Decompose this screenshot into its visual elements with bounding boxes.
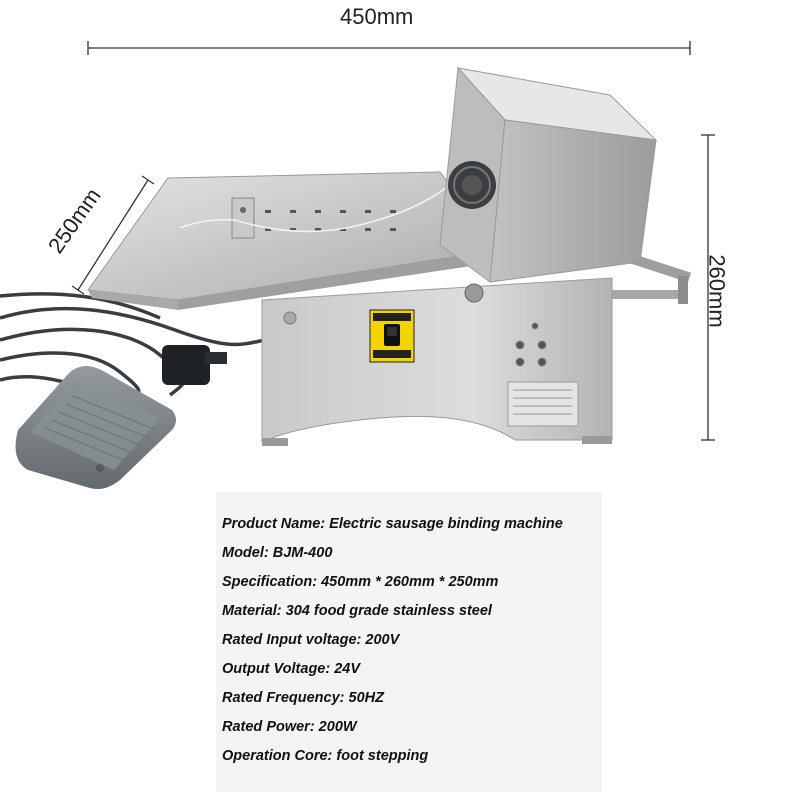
string-clip bbox=[231, 197, 255, 239]
spec-output-voltage: Output Voltage: 24V bbox=[222, 661, 361, 677]
indicator-lights bbox=[515, 322, 547, 367]
fan-vent bbox=[448, 161, 496, 209]
product-photo bbox=[0, 41, 715, 489]
tray-holes bbox=[265, 210, 396, 231]
spec-model: Model: BJM-400 bbox=[222, 545, 333, 561]
adjust-knob bbox=[464, 283, 484, 303]
spec-frequency: Rated Frequency: 50HZ bbox=[222, 690, 384, 706]
power-cables bbox=[0, 292, 266, 402]
spec-input-voltage: Rated Input voltage: 200V bbox=[222, 632, 400, 648]
binding-head-side bbox=[489, 119, 657, 283]
binding-string bbox=[179, 164, 469, 233]
nameplate bbox=[507, 381, 579, 427]
spec-panel: Product Name: Electric sausage binding m… bbox=[216, 492, 602, 792]
width-dimension-label: 450mm bbox=[340, 4, 414, 29]
foot-pedal bbox=[15, 366, 176, 489]
spec-material: Material: 304 food grade stainless steel bbox=[222, 603, 492, 619]
mode-switch-panel bbox=[369, 309, 415, 363]
top-tray bbox=[87, 171, 499, 301]
width-dimension-line bbox=[87, 41, 691, 55]
spec-operation: Operation Core: foot stepping bbox=[222, 748, 429, 764]
depth-dimension-line bbox=[71, 175, 155, 295]
spec-power: Rated Power: 200W bbox=[222, 719, 357, 735]
spec-specification: Specification: 450mm * 260mm * 250mm bbox=[222, 574, 499, 590]
height-dimension-line bbox=[701, 134, 715, 441]
power-plug bbox=[162, 345, 210, 385]
spec-product-name: Product Name: Electric sausage binding m… bbox=[222, 516, 563, 532]
